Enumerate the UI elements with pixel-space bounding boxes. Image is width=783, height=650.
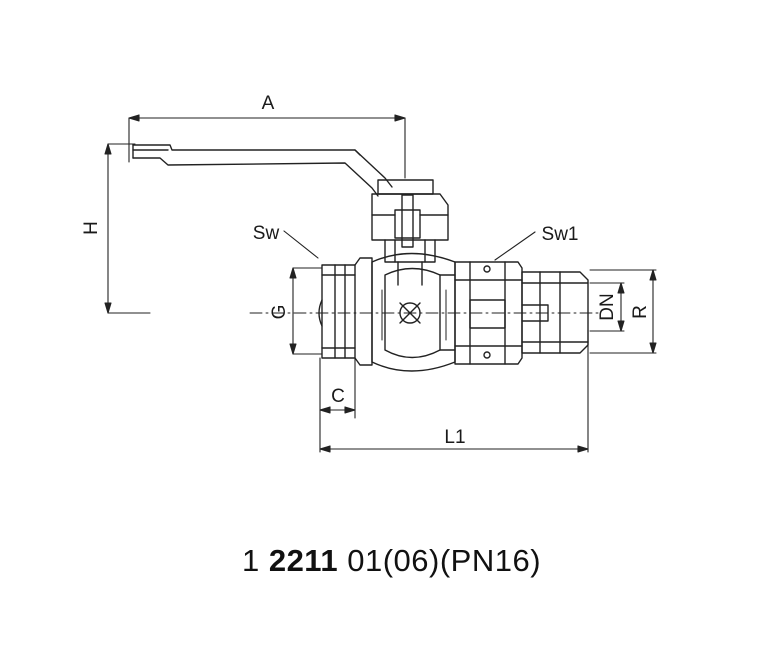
- caption-variant: 01(06): [347, 543, 440, 578]
- product-code-caption: 1 2211 01(06)(PN16): [0, 543, 783, 579]
- right-thread-end: [521, 271, 589, 354]
- label-sw1: Sw1: [542, 224, 579, 245]
- lever-handle: [132, 144, 393, 197]
- label-h: H: [81, 221, 102, 235]
- caption-prefix: 1: [241, 543, 260, 578]
- caption-code: 2211: [268, 543, 339, 578]
- valve-body: [371, 252, 456, 372]
- label-dn: DN: [597, 293, 618, 320]
- label-c: C: [331, 386, 345, 407]
- caption-pressure: (PN16): [439, 543, 542, 578]
- stem-assembly: [371, 179, 449, 286]
- dimension-lines: [104, 114, 657, 453]
- label-l1: L1: [444, 427, 465, 448]
- label-r: R: [630, 305, 651, 319]
- label-sw: Sw: [253, 223, 280, 244]
- label-g: G: [269, 305, 290, 320]
- label-a: A: [262, 93, 275, 114]
- left-thread-end: [318, 257, 373, 366]
- union-nut: [454, 261, 523, 365]
- dimension-labels: A H Sw Sw1 G C L1 DN R: [81, 93, 651, 448]
